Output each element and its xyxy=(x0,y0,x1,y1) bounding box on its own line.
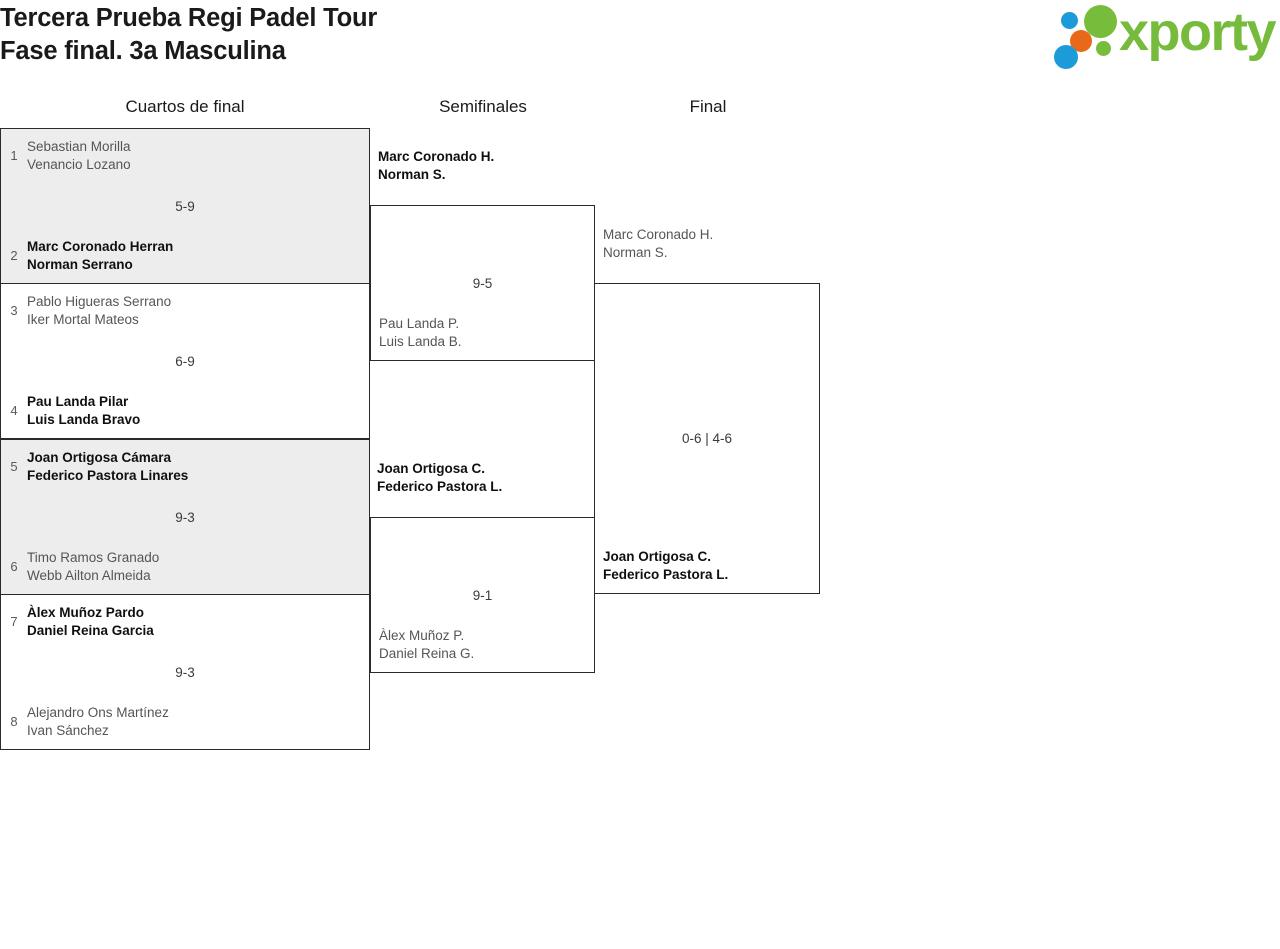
player-name: Webb Ailton Almeida xyxy=(27,568,151,583)
player-name: Daniel Reina Garcia xyxy=(27,623,154,638)
player-name: Norman S. xyxy=(378,167,446,182)
seed-number: 1 xyxy=(10,148,18,163)
logo-dot-green-small xyxy=(1096,41,1111,56)
team-names: Pablo Higueras Serrano Iker Mortal Mateo… xyxy=(27,293,171,329)
player-name: Federico Pastora L. xyxy=(603,567,729,582)
xporty-logo[interactable]: xporty xyxy=(1049,2,1277,69)
seed-number: 8 xyxy=(10,714,18,729)
page-title: Tercera Prueba Regi Padel Tour Fase fina… xyxy=(0,2,377,68)
team-slot-seed-2[interactable]: 2 Marc Coronado Herran Norman Serrano xyxy=(1,238,369,274)
logo-dot-orange xyxy=(1070,30,1092,52)
player-name: Marc Coronado H. xyxy=(603,227,714,242)
seed-number: 7 xyxy=(10,614,18,629)
player-name: Daniel Reina G. xyxy=(379,646,475,661)
match-semifinal-1[interactable]: 9-5 Pau Landa P. Luis Landa B. xyxy=(370,205,595,361)
team-slot-seed-8[interactable]: 8 Alejandro Ons Martínez Ivan Sánchez xyxy=(1,704,369,740)
logo-dot-green-large xyxy=(1084,5,1117,38)
logo-dots-icon xyxy=(1049,5,1121,69)
seed-number: 2 xyxy=(10,248,18,263)
player-name: Iker Mortal Mateos xyxy=(27,312,139,327)
team-names: Marc Coronado Herran Norman Serrano xyxy=(27,238,173,274)
logo-dot-blue-small xyxy=(1061,12,1078,29)
title-line-2: Fase final. 3a Masculina xyxy=(0,37,286,65)
player-name: Joan Ortigosa C. xyxy=(603,549,712,564)
player-name: Norman S. xyxy=(603,245,668,260)
player-name: Alejandro Ons Martínez xyxy=(27,705,169,720)
round-header-final: Final xyxy=(689,97,727,116)
player-name: Joan Ortigosa C. xyxy=(377,461,486,476)
player-name: Ivan Sánchez xyxy=(27,723,109,738)
player-name: Luis Landa Bravo xyxy=(27,412,141,427)
match-final[interactable]: 0-6 | 4-6 Joan Ortigosa C. Federico Past… xyxy=(594,283,820,594)
match-quarterfinal-1[interactable]: 1 Sebastian Morilla Venancio Lozano 5-9 … xyxy=(0,128,370,284)
seed-number: 4 xyxy=(10,403,18,418)
player-name: Àlex Muñoz P. xyxy=(379,628,465,643)
team-names: Joan Ortigosa Cámara Federico Pastora Li… xyxy=(27,449,188,485)
round-header-quarterfinals: Cuartos de final xyxy=(125,97,245,116)
player-name: Federico Pastora L. xyxy=(377,479,503,494)
player-name: Marc Coronado H. xyxy=(378,149,495,164)
final-top-team[interactable]: Marc Coronado H. Norman S. xyxy=(603,226,713,262)
bracket-grid: 1 Sebastian Morilla Venancio Lozano 5-9 … xyxy=(0,128,860,753)
player-name: Norman Serrano xyxy=(27,257,133,272)
seed-number: 3 xyxy=(10,303,18,318)
team-names: Alejandro Ons Martínez Ivan Sánchez xyxy=(27,704,169,740)
page-header: Tercera Prueba Regi Padel Tour Fase fina… xyxy=(0,0,1280,78)
round-header-semifinals: Semifinales xyxy=(439,97,527,116)
semifinal-1-top-team[interactable]: Marc Coronado H. Norman S. xyxy=(378,148,494,184)
match-score: 9-1 xyxy=(472,588,493,603)
logo-dot-blue-large xyxy=(1054,45,1078,69)
player-name: Luis Landa B. xyxy=(379,334,462,349)
team-names: Àlex Muñoz Pardo Daniel Reina Garcia xyxy=(27,604,154,640)
team-names: Timo Ramos Granado Webb Ailton Almeida xyxy=(27,549,159,585)
player-name: Sebastian Morilla xyxy=(27,139,131,154)
player-name: Pau Landa Pilar xyxy=(27,394,129,409)
team-slot-seed-5[interactable]: 5 Joan Ortigosa Cámara Federico Pastora … xyxy=(1,449,369,485)
team-slot-seed-6[interactable]: 6 Timo Ramos Granado Webb Ailton Almeida xyxy=(1,549,369,585)
final-bottom-team-champion[interactable]: Joan Ortigosa C. Federico Pastora L. xyxy=(603,548,728,584)
player-name: Pablo Higueras Serrano xyxy=(27,294,172,309)
match-score: 6-9 xyxy=(175,354,195,369)
player-name: Joan Ortigosa Cámara xyxy=(27,450,172,465)
player-name: Venancio Lozano xyxy=(27,157,131,172)
logo-wordmark: xporty xyxy=(1119,2,1277,62)
title-line-1: Tercera Prueba Regi Padel Tour xyxy=(0,4,378,32)
player-name: Àlex Muñoz Pardo xyxy=(27,605,145,620)
match-quarterfinal-4[interactable]: 7 Àlex Muñoz Pardo Daniel Reina Garcia 9… xyxy=(0,594,370,750)
match-score: 9-3 xyxy=(175,510,195,525)
match-score: 5-9 xyxy=(175,199,195,214)
player-name: Timo Ramos Granado xyxy=(27,550,160,565)
team-slot-seed-1[interactable]: 1 Sebastian Morilla Venancio Lozano xyxy=(1,138,369,174)
match-quarterfinal-3[interactable]: 5 Joan Ortigosa Cámara Federico Pastora … xyxy=(0,439,370,595)
seed-number: 6 xyxy=(10,559,18,574)
player-name: Marc Coronado Herran xyxy=(27,239,174,254)
team-names: Pau Landa Pilar Luis Landa Bravo xyxy=(27,393,140,429)
match-score: 9-3 xyxy=(175,665,195,680)
match-quarterfinal-2[interactable]: 3 Pablo Higueras Serrano Iker Mortal Mat… xyxy=(0,283,370,439)
semifinal-2-bottom-team[interactable]: Àlex Muñoz P. Daniel Reina G. xyxy=(379,627,474,663)
match-score: 9-5 xyxy=(472,276,493,291)
team-slot-seed-4[interactable]: 4 Pau Landa Pilar Luis Landa Bravo xyxy=(1,393,369,429)
player-name: Pau Landa P. xyxy=(379,316,460,331)
team-slot-seed-3[interactable]: 3 Pablo Higueras Serrano Iker Mortal Mat… xyxy=(1,293,369,329)
semifinal-1-bottom-team[interactable]: Pau Landa P. Luis Landa B. xyxy=(379,315,462,351)
match-semifinal-2[interactable]: 9-1 Àlex Muñoz P. Daniel Reina G. xyxy=(370,517,595,673)
player-name: Federico Pastora Linares xyxy=(27,468,189,483)
semifinal-2-top-team[interactable]: Joan Ortigosa C. Federico Pastora L. xyxy=(377,460,502,496)
team-names: Sebastian Morilla Venancio Lozano xyxy=(27,138,131,174)
seed-number: 5 xyxy=(10,459,18,474)
team-slot-seed-7[interactable]: 7 Àlex Muñoz Pardo Daniel Reina Garcia xyxy=(1,604,369,640)
match-score: 0-6 | 4-6 xyxy=(681,431,733,446)
